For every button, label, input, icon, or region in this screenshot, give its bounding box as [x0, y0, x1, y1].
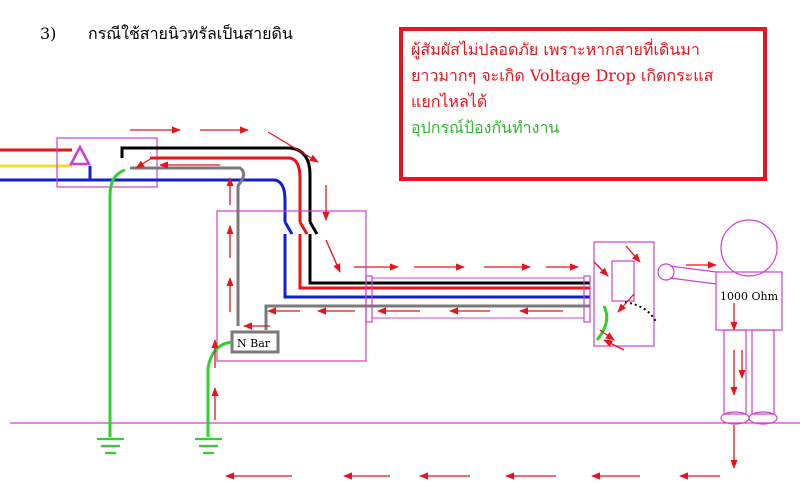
- earth-wire-left: [108, 168, 126, 437]
- wire-neutral-grey: [130, 166, 246, 326]
- breaker-switch: [282, 221, 319, 235]
- ground-icon: [97, 437, 124, 455]
- explanation-note: ผู้สัมผัสไม่ปลอดภัย เพราะหากสายที่เดินมา…: [399, 27, 767, 181]
- appliance-box: [593, 241, 655, 347]
- ground-icon: [195, 437, 222, 455]
- current-arrow-icon: [617, 293, 635, 313]
- person-figure: [657, 219, 783, 425]
- warning-line: ผู้สัมผัสไม่ปลอดภัย เพราะหากสายที่เดินมา: [411, 40, 700, 59]
- appliance-switch: [611, 260, 635, 302]
- current-arrow-icon: [325, 239, 341, 273]
- conduit: [365, 275, 591, 323]
- triangle-marker-icon: [68, 144, 92, 166]
- n-bar-label: N Bar: [237, 337, 271, 350]
- current-arrow-icon: [603, 339, 625, 351]
- wire-red: [150, 156, 590, 290]
- wire-blue: [90, 178, 590, 299]
- service-entry-box: [56, 137, 158, 188]
- warning-line: ยาวมากๆ จะเกิด Voltage Drop เกิดกระแส: [411, 66, 714, 85]
- warning-line: แยกไหลได้: [411, 92, 488, 111]
- section-heading: 3) กรณีใช้สายนิวทรัลเป็นสายดิน: [40, 22, 293, 47]
- current-arrow-icon: [135, 157, 153, 169]
- leakage-path: [624, 301, 657, 323]
- current-arrow-icon: [599, 329, 615, 341]
- section-title: กรณีใช้สายนิวทรัลเป็นสายดิน: [88, 24, 293, 43]
- current-arrow-icon: [267, 131, 319, 163]
- wire-black: [120, 146, 590, 285]
- appliance-earth-wire: [595, 305, 609, 341]
- current-arrow-icon: [593, 261, 609, 277]
- current-arrow-icon: [625, 245, 641, 263]
- current-arrows: [130, 126, 746, 480]
- device-operates-line: อุปกรณ์ป้องกันทำงาน: [411, 118, 560, 137]
- section-number: 3): [40, 24, 57, 43]
- resistance-label: 1000 Ohm: [720, 290, 779, 303]
- wire-neutral-return: [264, 304, 590, 330]
